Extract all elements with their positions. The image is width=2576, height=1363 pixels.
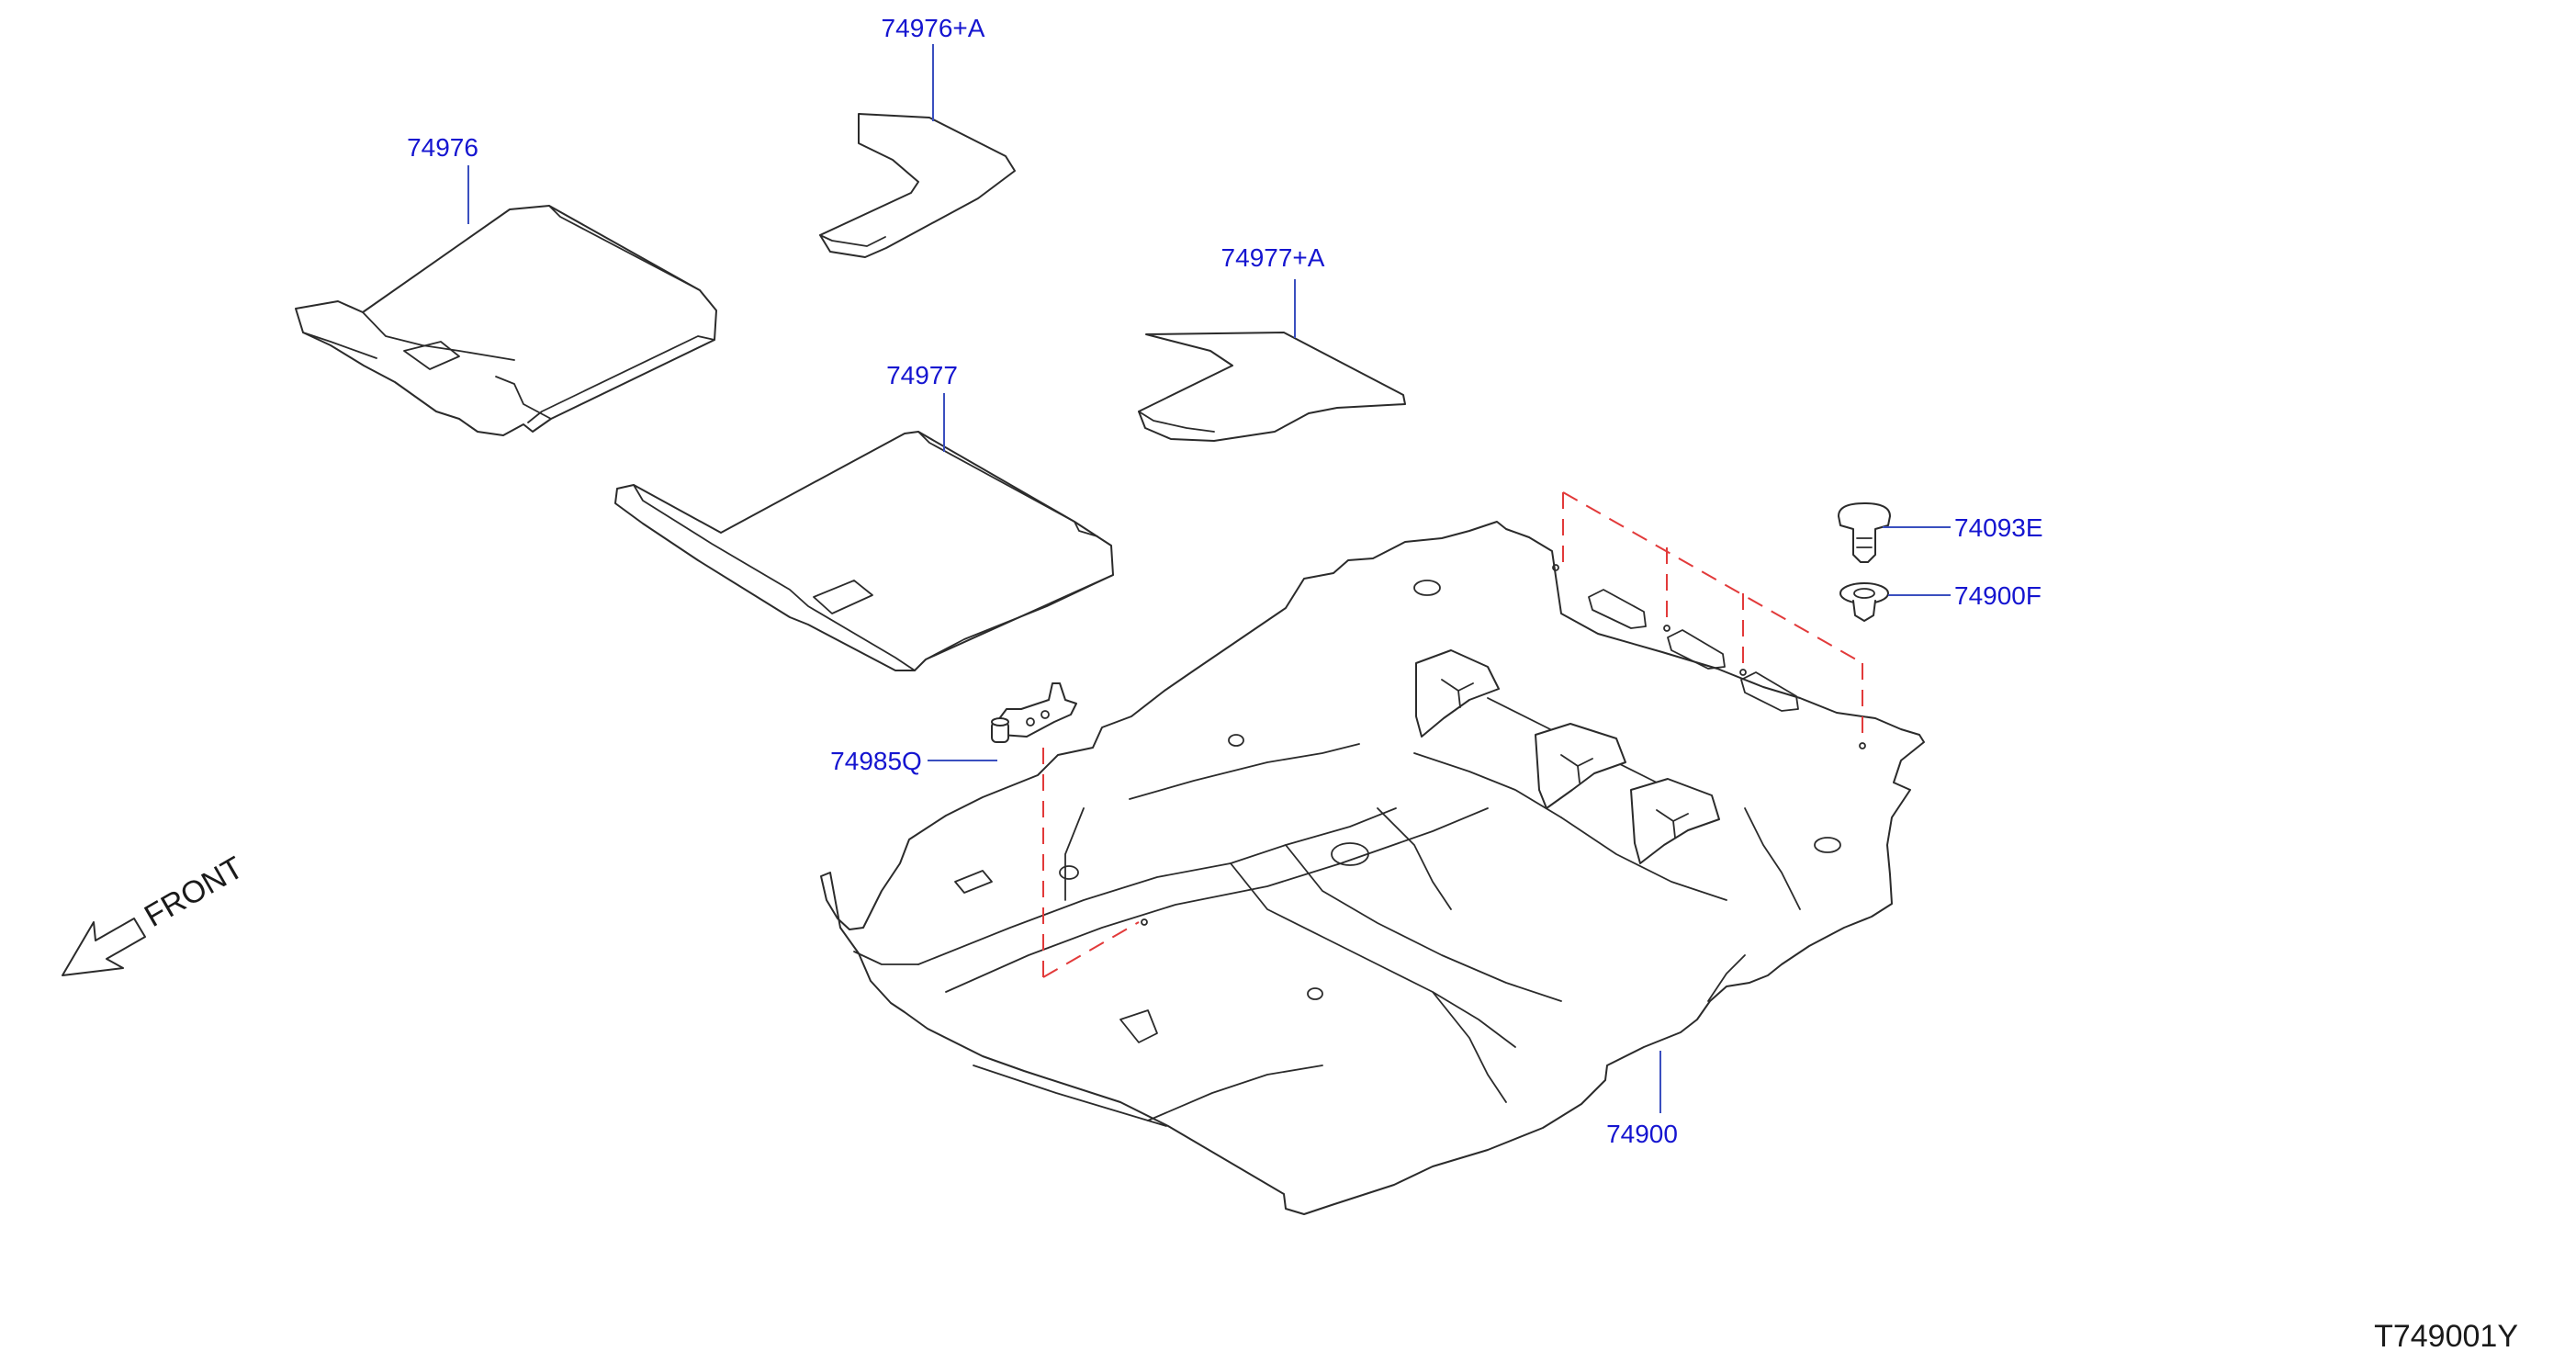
install-hidden-lines	[1042, 491, 1863, 978]
callout-labels: 74976+A 74976 74977+A 74977 74985Q 74093…	[407, 14, 2042, 1148]
callout-74977a[interactable]: 74977+A	[1221, 243, 1325, 272]
grommet-part[interactable]	[1839, 582, 1889, 622]
front-label: FRONT	[139, 850, 249, 933]
callout-74977[interactable]: 74977	[886, 361, 958, 389]
callout-74976[interactable]: 74976	[407, 133, 478, 162]
front-indicator: FRONT	[62, 850, 249, 976]
callout-74093e[interactable]: 74093E	[1954, 513, 2043, 542]
hook-part[interactable]	[991, 682, 1077, 743]
front-arrow-icon	[62, 918, 146, 976]
floor-carpet-part[interactable]	[820, 521, 1925, 1215]
clip-part[interactable]	[1838, 502, 1891, 563]
drawing-id: T749001Y	[2374, 1319, 2518, 1354]
callout-74985q[interactable]: 74985Q	[830, 747, 922, 775]
front-mat-overlay-part[interactable]	[1138, 332, 1406, 442]
rear-mat-overlay-part[interactable]	[819, 113, 1016, 258]
rear-mat-part[interactable]	[295, 205, 717, 436]
callout-74900f[interactable]: 74900F	[1954, 581, 2042, 610]
callout-74900[interactable]: 74900	[1606, 1120, 1678, 1148]
front-mat-part[interactable]	[614, 431, 1114, 671]
leader-lines	[467, 44, 1951, 1113]
callout-74976a[interactable]: 74976+A	[882, 14, 985, 42]
